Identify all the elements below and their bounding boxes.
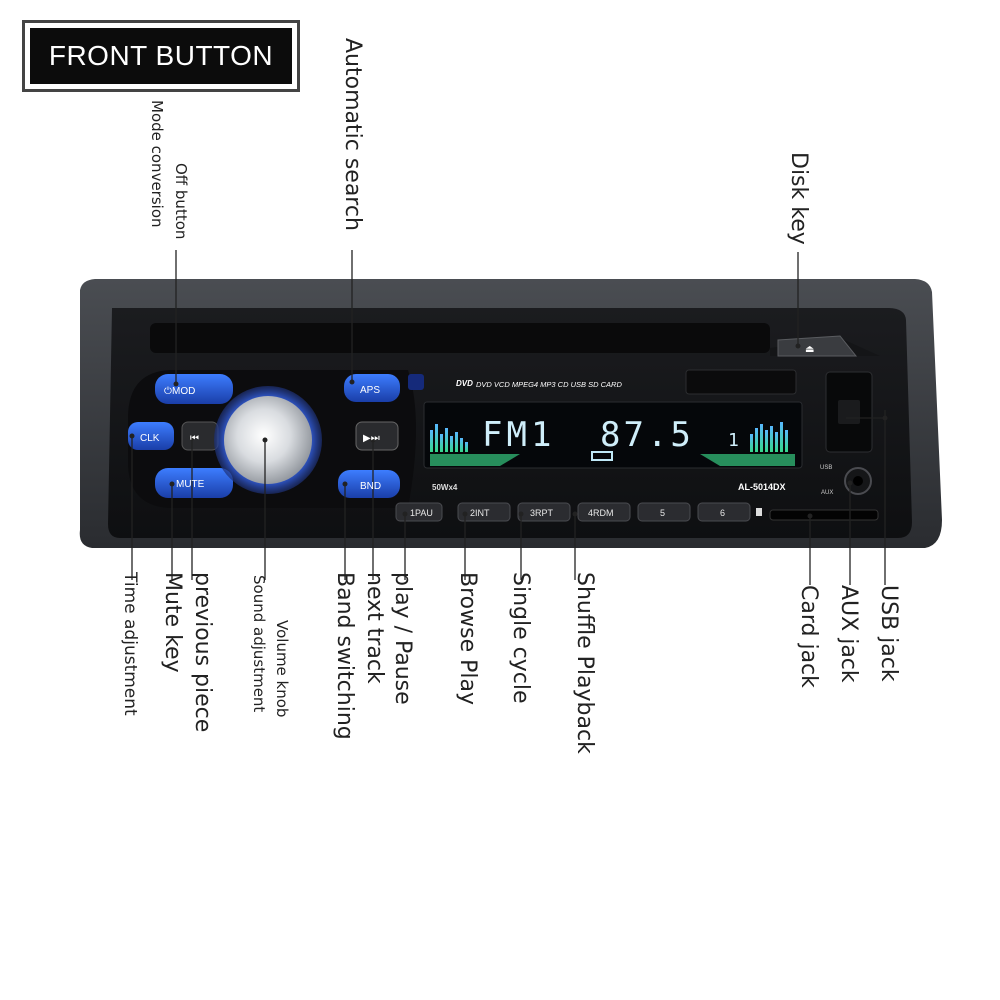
clk-button [128,422,174,450]
mod-button [155,374,233,404]
lcd-display [423,401,803,469]
prev-icon: ⏮ [190,433,199,444]
prev-button [181,421,219,451]
label-mute-key: Mute key [160,572,185,673]
card-slot-top [685,369,797,395]
sd-card-slot [769,509,879,521]
repeat-icon [591,451,613,461]
display-frequency: 87.5 [600,415,694,455]
power-rating: 50Wx4 [432,483,458,492]
leader-lines [131,250,886,585]
eject-icon: ⏏ [805,344,814,355]
format-print: DVD VCD MPEG4 MP3 CD USB SD CARD [476,380,622,389]
label-previous-piece: previous piece [190,572,215,733]
aux-print: AUX [821,490,833,496]
preset-2-label: 2INT [470,508,490,518]
display-channel: 1 [728,430,739,451]
bnd-label: BND [360,481,381,492]
label-aux-jack: AUX jack [836,585,861,683]
clk-label: CLK [140,433,160,444]
next-button [355,421,399,451]
label-play-pause: play / Pause [390,572,415,705]
label-off-button: Off button [172,163,190,240]
title-box: FRONT BUTTON [22,20,300,92]
preset-3-label: 3RPT [530,508,554,518]
eq-left [430,424,468,452]
preset-buttons [395,502,751,522]
model-number: AL-5014DX [738,482,786,492]
aps-button [344,374,400,402]
usb-print: USB [820,465,832,471]
mute-label: MUTE [176,479,205,490]
page-title: FRONT BUTTON [30,28,292,84]
mod-label: MOD [172,386,195,397]
preset-1-label: 1PAU [410,508,433,518]
label-automatic-search: Automatic search [340,38,365,231]
label-next-track: next track [362,572,387,684]
aps-label: APS [360,385,380,396]
eq-right [750,422,788,452]
label-browse-play: Browse Play [455,572,480,705]
label-volume-knob: Volume knob [273,620,291,718]
label-disk-key: Disk key [786,152,811,245]
label-card-jack: Card jack [796,585,821,688]
dvd-logo: DVD [456,379,473,388]
label-single-cycle: Single cycle [508,572,533,704]
preset-4-label: 4RDM [588,508,614,518]
display-band: FM1 [482,415,555,455]
label-mode-conversion: Mode conversion [148,100,166,228]
next-icon: ▶⏭ [363,433,380,444]
mute-button [155,468,233,498]
label-band-switching: Band switching [332,572,357,740]
disc-slot [150,323,770,353]
label-usb-jack: USB jack [876,585,901,682]
bnd-button [338,470,400,498]
label-time-adjustment: Time adjustment [120,572,140,716]
volume-knob [224,396,312,484]
power-icon: ⏻ [164,386,172,397]
preset-6-label: 6 [720,508,725,518]
label-sound-adjustment: Sound adjustment [250,575,268,713]
label-shuffle-playback: Shuffle Playback [572,572,597,754]
preset-5-label: 5 [660,508,665,518]
